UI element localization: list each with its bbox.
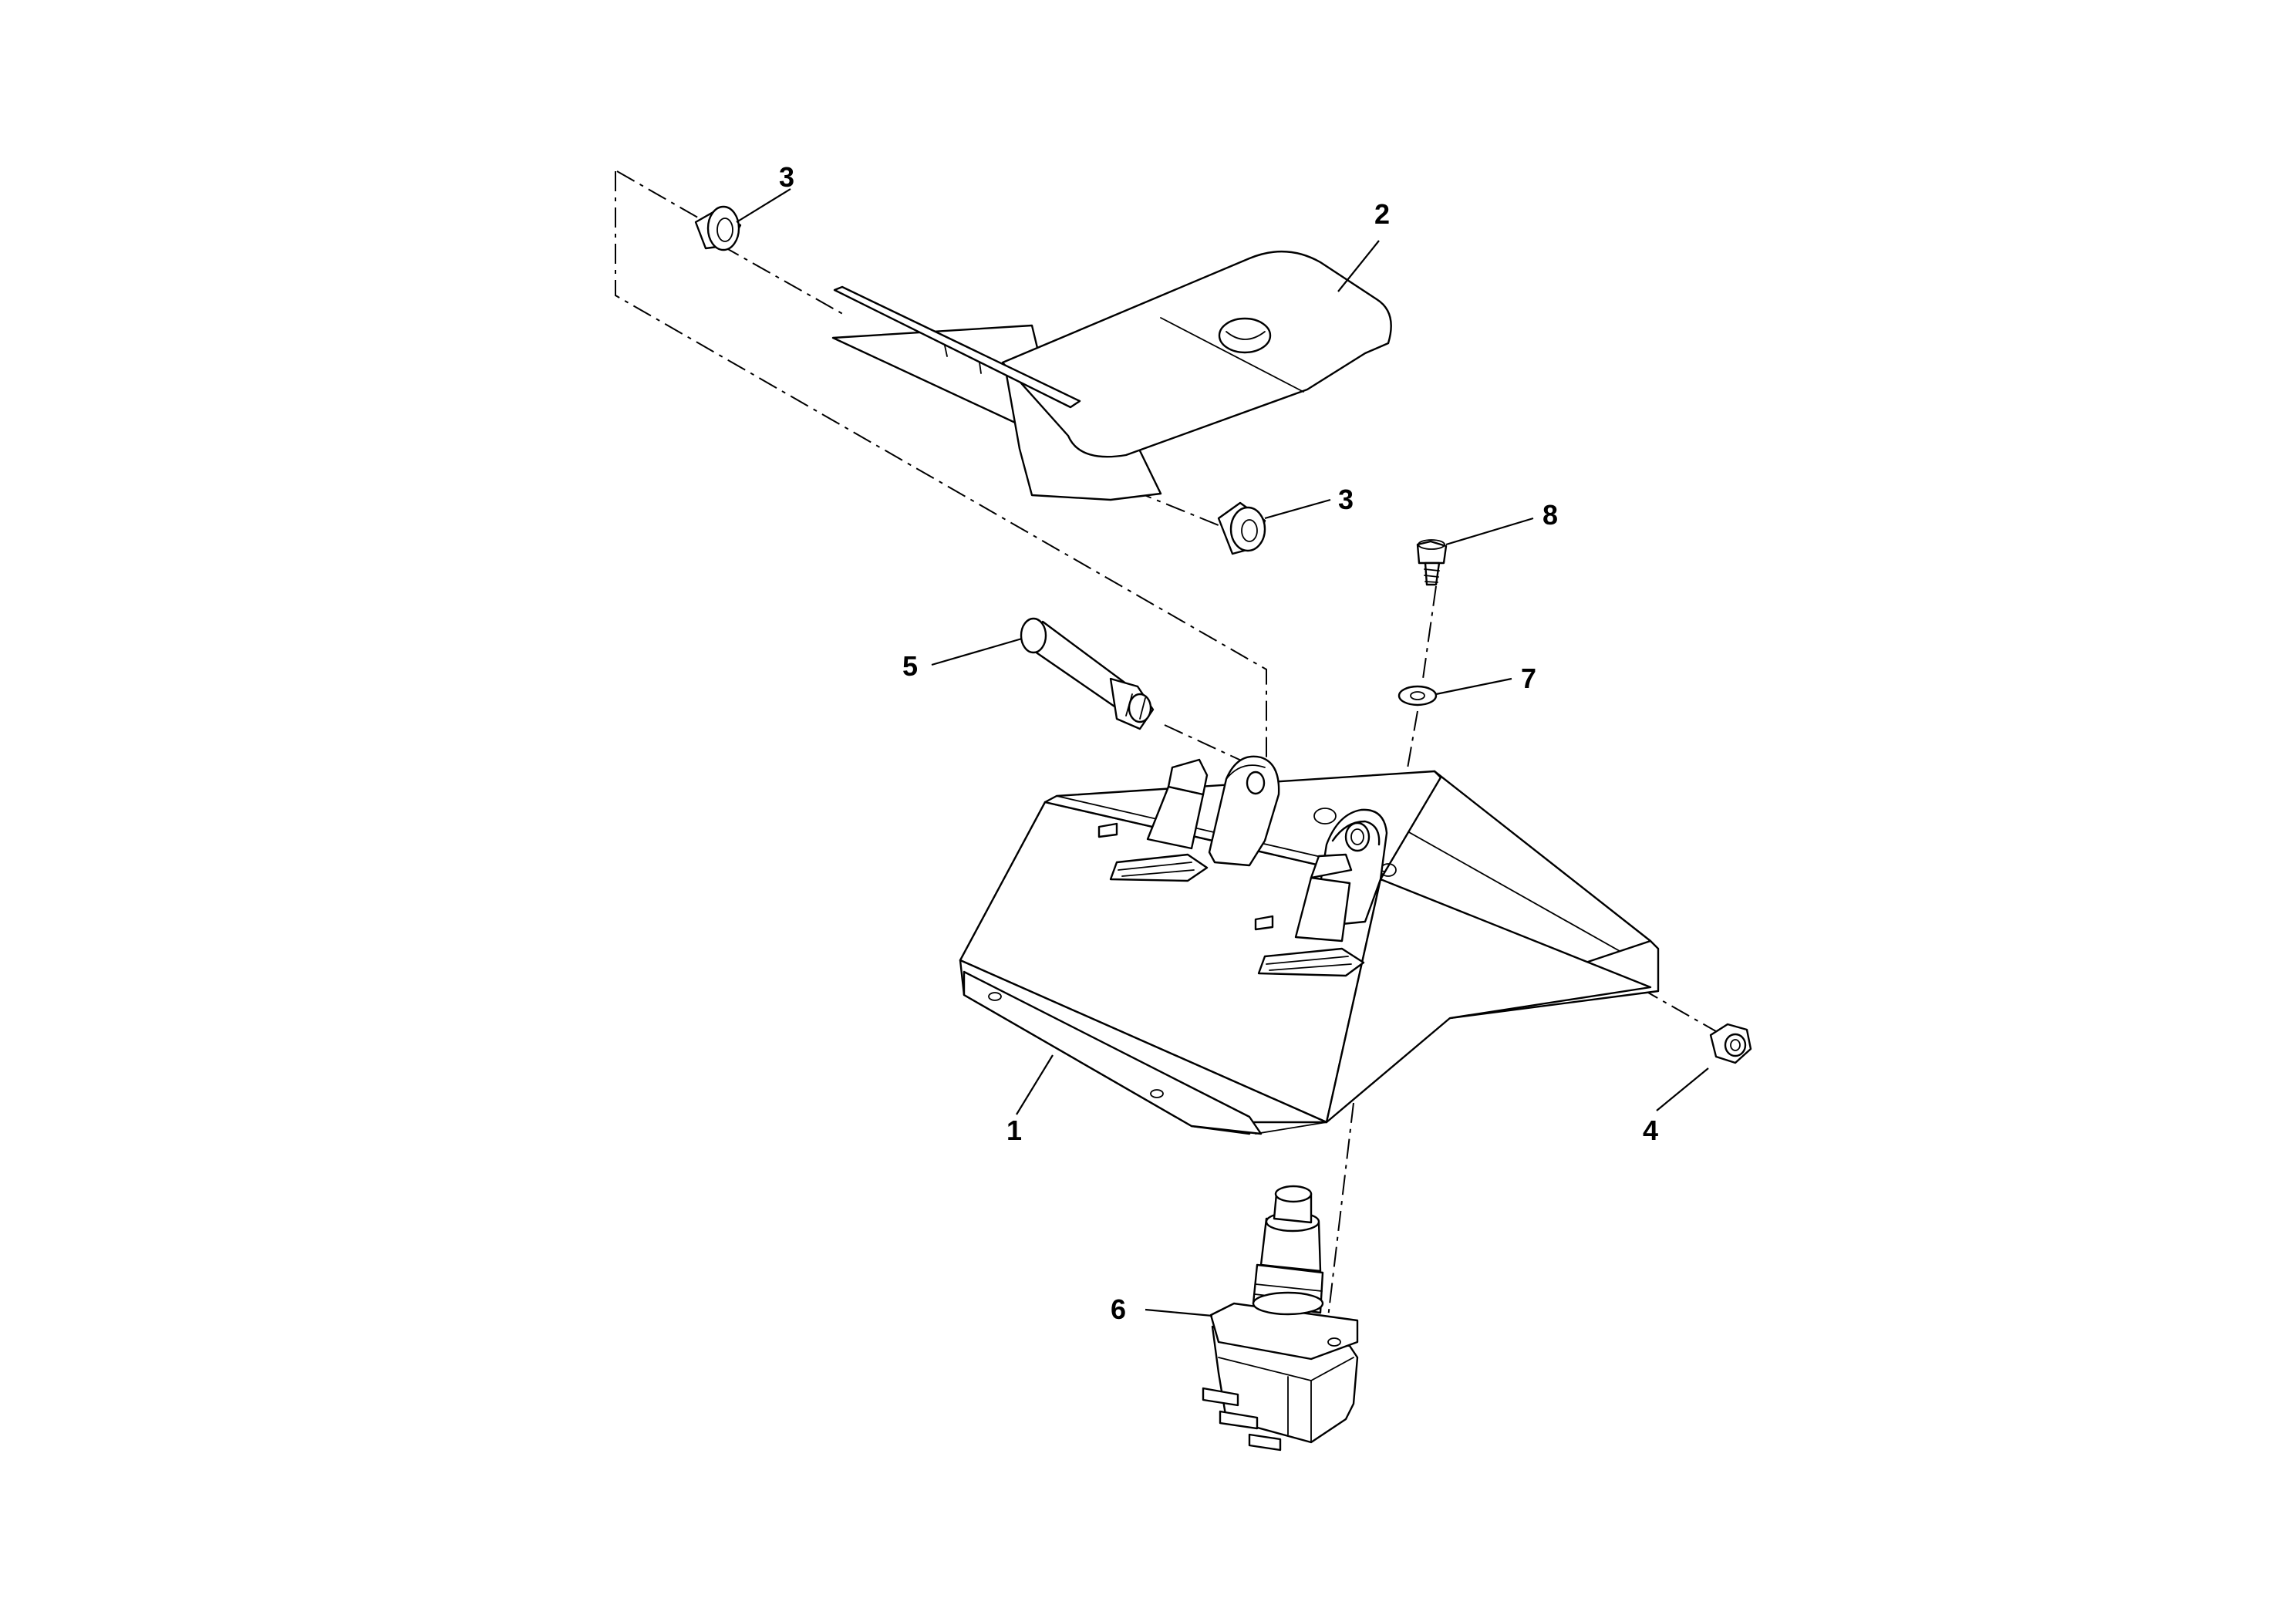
callout-label: 7 (1521, 663, 1536, 694)
callout-label: 4 (1643, 1114, 1658, 1146)
callout-label: 5 (902, 650, 918, 682)
callout-labels: 1 2 3 3 4 5 6 7 8 (779, 161, 1658, 1325)
switch-mount-right (1254, 853, 1365, 977)
lock-nut (1709, 1023, 1752, 1064)
callout-leaders (736, 188, 1709, 1317)
callout-label: 1 (1006, 1114, 1022, 1146)
washer (1397, 685, 1438, 706)
pivot-pin (1020, 617, 1155, 730)
callout-label: 6 (1111, 1293, 1126, 1325)
bushing-right (1217, 501, 1266, 555)
callout-label: 2 (1374, 198, 1390, 230)
pedal-plate (831, 251, 1392, 501)
bushing-left (694, 205, 742, 251)
switch (1202, 1185, 1359, 1452)
callout-label: 3 (779, 161, 794, 193)
switch-mount-left (1097, 758, 1209, 882)
callout-label: 8 (1542, 499, 1558, 531)
callout-label: 3 (1338, 484, 1354, 515)
clevis-left (1208, 755, 1280, 867)
screw (1416, 539, 1448, 586)
